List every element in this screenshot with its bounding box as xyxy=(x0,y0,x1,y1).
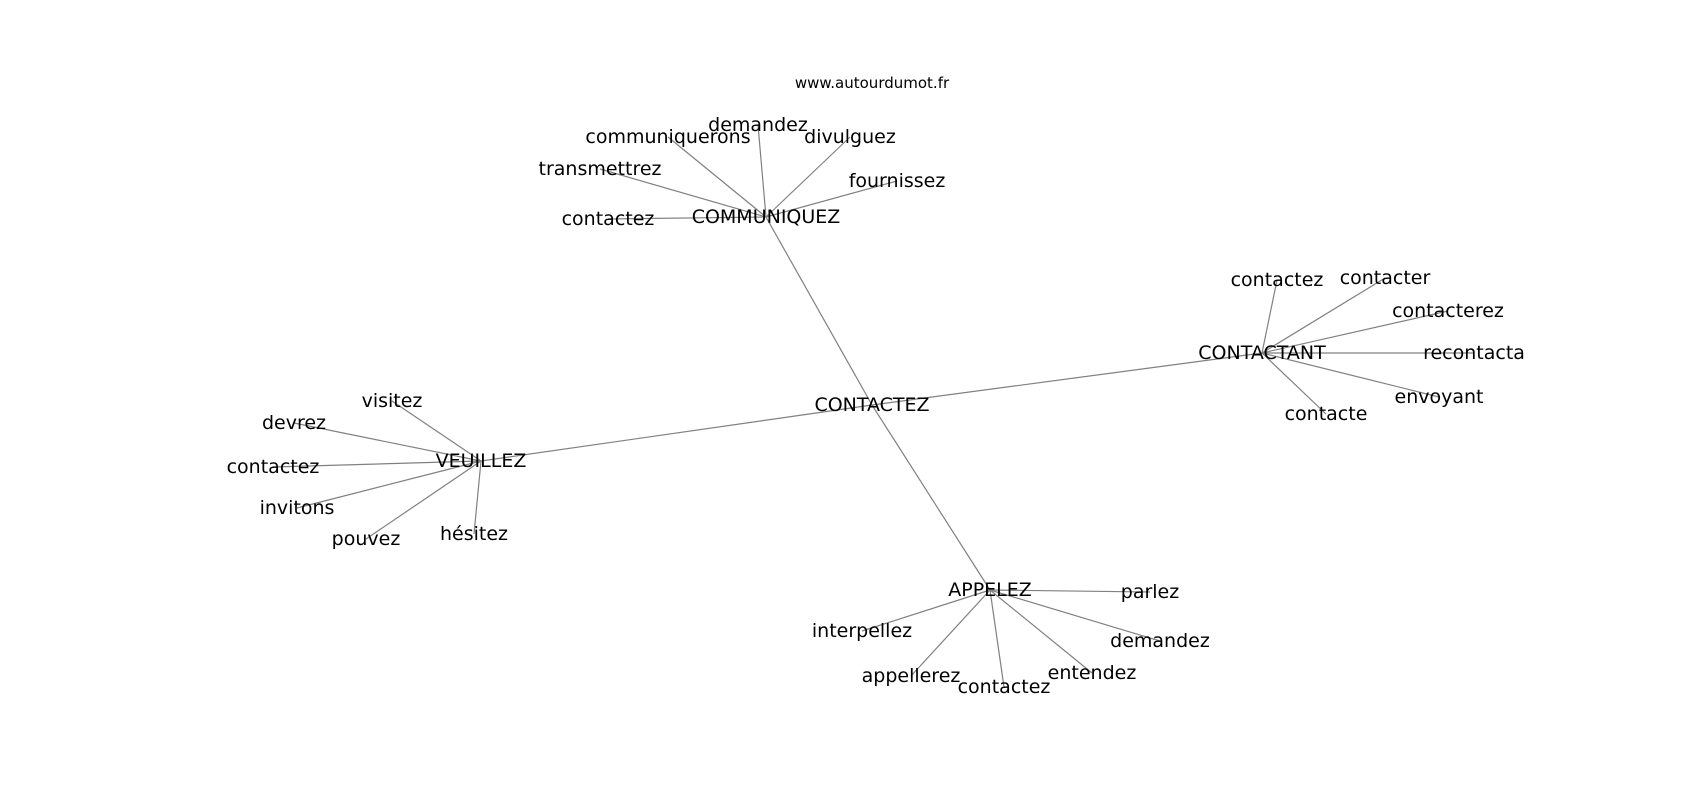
word-node: contactez xyxy=(562,208,655,230)
edge-contactant-word xyxy=(1261,352,1327,415)
edge-contactant-word xyxy=(1261,352,1440,398)
edge-contactant-word xyxy=(1261,279,1278,354)
edge-contactant-word xyxy=(1261,277,1386,354)
hub-node-veuillez: VEUILLEZ xyxy=(436,450,527,472)
edge-communiquez-word xyxy=(765,136,851,218)
hub-node-communiquez: COMMUNIQUEZ xyxy=(692,206,841,228)
word-node: pouvez xyxy=(332,528,401,550)
edge-contactant-word xyxy=(1261,310,1449,354)
word-node: divulguez xyxy=(804,126,896,148)
edge-appelez-word xyxy=(989,589,1161,642)
edge-veuillez-word xyxy=(272,460,482,468)
edge-communiquez-word xyxy=(667,136,767,218)
word-node: envoyant xyxy=(1395,386,1484,408)
word-node: interpellez xyxy=(812,620,912,642)
edge-communiquez-word xyxy=(765,180,898,218)
edge-veuillez-word xyxy=(365,460,482,540)
word-node: visitez xyxy=(362,390,423,412)
edge-center-contactant xyxy=(871,352,1263,406)
word-node: contacte xyxy=(1285,403,1368,425)
edge-appelez-word xyxy=(989,589,1093,674)
hub-node-appelez: APPELEZ xyxy=(948,579,1032,601)
edge-veuillez-word xyxy=(473,460,482,535)
word-node: fournissez xyxy=(849,170,946,192)
edge-communiquez-word xyxy=(599,168,767,218)
edge-appelez-word xyxy=(861,589,991,632)
edge-center-communiquez xyxy=(765,216,873,406)
word-node: contactez xyxy=(227,456,320,478)
edge-communiquez-word xyxy=(607,216,767,220)
edge-center-veuillez xyxy=(480,404,873,462)
word-node: contacter xyxy=(1340,267,1431,289)
edge-veuillez-word xyxy=(391,400,482,462)
word-node: parlez xyxy=(1121,581,1179,603)
word-node: contactez xyxy=(958,676,1051,698)
hub-node-contactant: CONTACTANT xyxy=(1198,342,1326,364)
center-node: CONTACTEZ xyxy=(814,394,929,416)
edge-center-appelez xyxy=(871,404,991,591)
edge-veuillez-word xyxy=(296,460,482,509)
word-node: demandez xyxy=(1110,630,1210,652)
edge-veuillez-word xyxy=(293,422,482,462)
word-node: appellerez xyxy=(862,665,961,687)
edge-appelez-word xyxy=(989,589,1151,593)
graph-edges xyxy=(272,124,1474,688)
word-node: transmettrez xyxy=(539,158,662,180)
word-node: invitons xyxy=(260,497,335,519)
word-node: devrez xyxy=(262,412,326,434)
word-node: communiquerons xyxy=(585,126,750,148)
edge-communiquez-word xyxy=(757,124,767,218)
site-url: www.autourdumot.fr xyxy=(795,74,950,92)
edge-appelez-word xyxy=(910,589,991,677)
edge-appelez-word xyxy=(989,589,1005,688)
word-node: contactez xyxy=(1231,269,1324,291)
word-node: recontacta xyxy=(1423,342,1525,364)
word-node: hésitez xyxy=(440,523,508,545)
word-node: demandez xyxy=(708,114,808,136)
word-node: entendez xyxy=(1048,662,1137,684)
word-node: contacterez xyxy=(1392,300,1504,322)
